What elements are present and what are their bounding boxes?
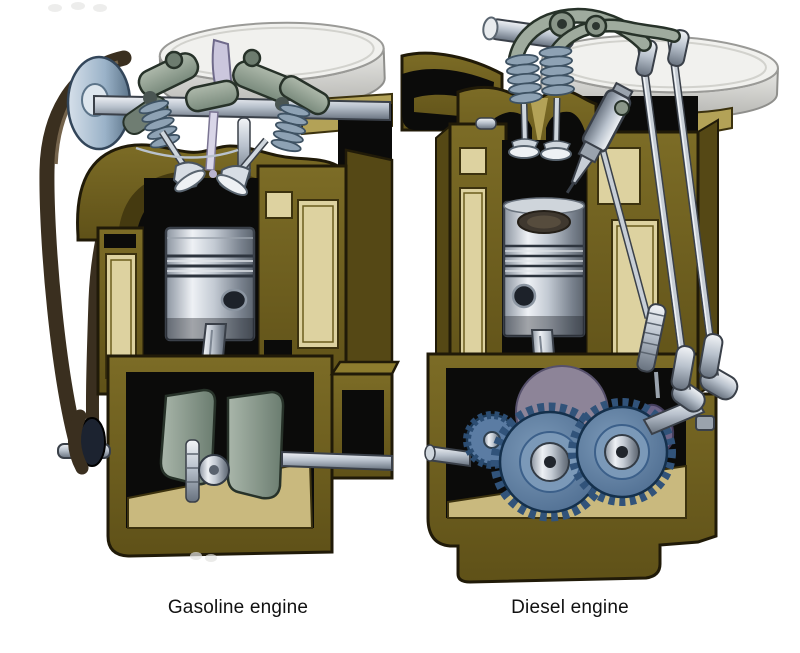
- diesel-engine-illustration: [400, 7, 779, 584]
- wrist-pin: [220, 288, 248, 312]
- valves: [475, 97, 572, 161]
- exhaust-valve-head: [540, 147, 572, 161]
- valve-springs: [505, 46, 575, 105]
- crankshaft: [57, 388, 393, 503]
- exhaust-valve-head: [215, 174, 249, 196]
- intake-valve-head: [508, 145, 540, 159]
- valve-springs: [138, 99, 311, 153]
- fuel-injector: [565, 81, 634, 194]
- piston-with-combustion-bowl: [502, 197, 586, 338]
- injector-clamp: [614, 100, 630, 116]
- piston-rings: [505, 244, 583, 278]
- wrist-pin: [511, 283, 537, 309]
- glow-plug-stub: [475, 117, 497, 130]
- counterweight-right: [226, 390, 285, 500]
- cable: [135, 146, 239, 159]
- faint-bottom-marks: [190, 552, 217, 562]
- gasoline-engine-illustration: [39, 2, 400, 562]
- piston-rings: [167, 254, 253, 278]
- block-left-wall: [435, 122, 508, 406]
- valves: [135, 110, 269, 196]
- intake-valve-head: [174, 169, 206, 193]
- rocker-arms: [508, 7, 681, 69]
- faint-watermark-marks: [48, 2, 107, 12]
- camshaft-gear: [568, 398, 676, 506]
- block-right-side: [344, 148, 394, 394]
- diesel-engine-caption: Diesel engine: [511, 597, 629, 618]
- injector-feed-rod: [594, 131, 667, 399]
- gasoline-engine-caption: Gasoline engine: [167, 597, 309, 618]
